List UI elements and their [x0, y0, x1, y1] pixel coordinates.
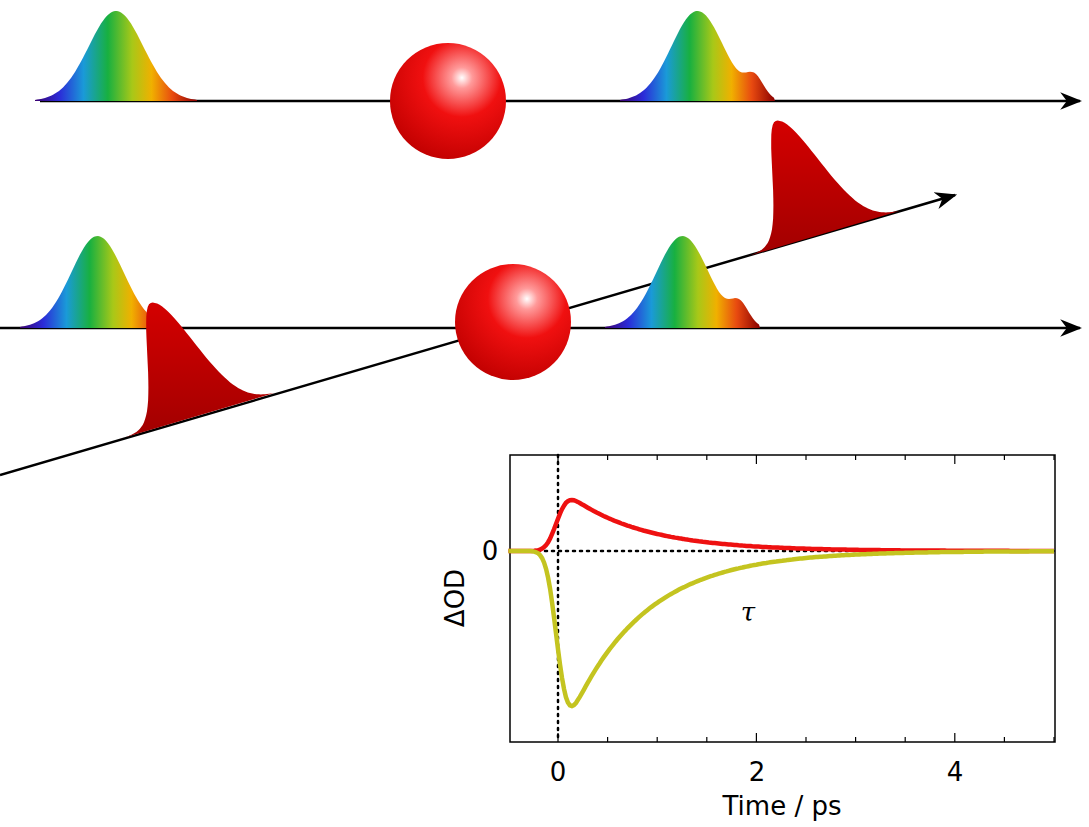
bleach-trace — [508, 551, 1054, 706]
axis-tick — [706, 455, 707, 460]
axis-tick — [607, 455, 608, 460]
axis-tick — [905, 737, 906, 742]
pump-pulse — [743, 121, 900, 258]
tick-label: 0 — [550, 759, 567, 785]
axis-tick — [756, 455, 757, 464]
axis-tick — [954, 455, 955, 464]
axis-tick — [756, 733, 757, 742]
sample-sphere — [390, 43, 506, 159]
axis-tick — [1053, 737, 1054, 742]
probe-pulse-out — [605, 236, 760, 328]
axis-ticks — [510, 455, 1055, 742]
axis-tick — [657, 737, 658, 742]
axis-tick — [905, 455, 906, 460]
sample-sphere — [455, 264, 571, 380]
axis-tick — [1053, 455, 1054, 460]
axis-tick — [1004, 455, 1005, 460]
axis-tick — [954, 733, 955, 742]
pump-pulse — [118, 303, 275, 440]
probe-pulse-out — [620, 11, 775, 101]
axis-tick — [805, 737, 806, 742]
time-zero-line — [557, 455, 560, 742]
axis-tick — [855, 455, 856, 460]
plot-frame — [510, 455, 1055, 742]
tick-label: 4 — [947, 759, 964, 785]
axis-tick — [607, 737, 608, 742]
probe-pulse — [35, 11, 197, 101]
axis-tick — [657, 455, 658, 460]
axis-tick — [706, 737, 707, 742]
tau-label: τ — [741, 597, 755, 627]
axis-tick — [1004, 737, 1005, 742]
axis-tick — [805, 455, 806, 460]
tick-label: 0 — [482, 538, 499, 564]
tick-label: 2 — [749, 759, 766, 785]
absorption-trace — [508, 500, 1054, 551]
axis-title: Time / ps — [723, 793, 842, 819]
axis-tick — [855, 737, 856, 742]
axis-title: ΔOD — [442, 569, 468, 627]
